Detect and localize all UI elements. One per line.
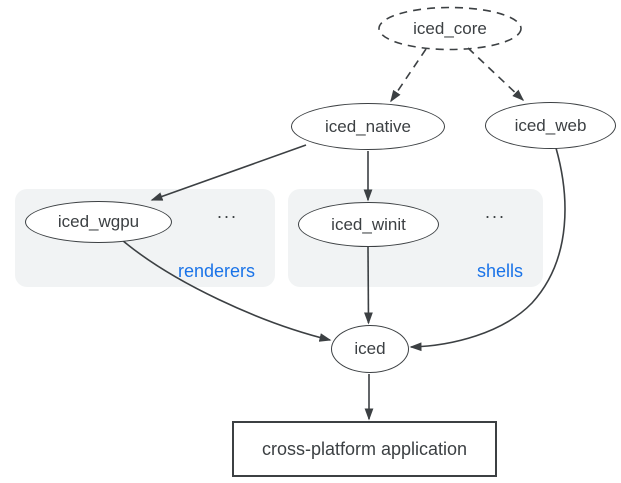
node-label-iced-core: iced_core xyxy=(413,18,487,38)
node-label-iced-wgpu: iced_wgpu xyxy=(57,212,140,231)
node-iced-wgpu: iced_wgpu xyxy=(25,201,172,243)
group-label-renderers: renderers xyxy=(177,261,255,281)
node-iced-winit: iced_winit xyxy=(298,202,439,247)
node-label-iced-native: iced_native xyxy=(324,116,411,136)
edge-iced-core-to-iced-web xyxy=(467,47,525,102)
edge-iced-core-to-iced-native xyxy=(390,48,427,103)
node-label-iced: iced xyxy=(354,339,386,358)
node-label-iced-winit: iced_winit xyxy=(331,214,406,234)
node-label-cross-platform-application: cross-platform application xyxy=(261,438,468,459)
node-label-iced-web: iced_web xyxy=(514,115,587,135)
node-iced-native: iced_native xyxy=(291,103,445,150)
node-iced-web: iced_web xyxy=(485,102,616,149)
group-label-shells: shells xyxy=(476,261,523,281)
shells-ellipsis: ... xyxy=(485,202,507,222)
node-iced: iced xyxy=(331,325,409,373)
node-iced-core: iced_core xyxy=(378,7,522,50)
renderers-ellipsis: ... xyxy=(217,202,239,222)
node-cross-platform-application: cross-platform application xyxy=(232,421,497,477)
